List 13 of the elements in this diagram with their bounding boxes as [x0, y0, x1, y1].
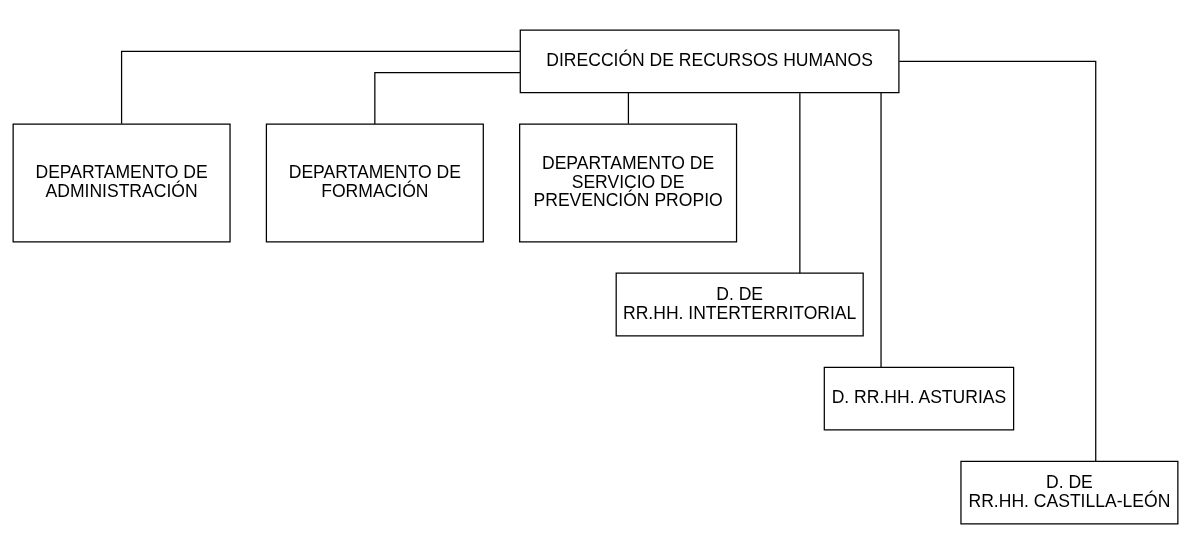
connector [374, 71, 521, 125]
connector [120, 50, 521, 124]
node-box: DEPARTAMENTO DE FORMACIÓN [265, 122, 484, 243]
node-box: D. DE RR.HH. CASTILLA-LEÓN [960, 460, 1179, 525]
node-box: DIRECCIÓN DE RECURSOS HUMANOS [519, 28, 900, 93]
node-box: DEPARTAMENTO DE ADMINISTRACIÓN [12, 122, 231, 243]
connector [880, 91, 882, 368]
node-box: D. DE RR.HH. INTERTERRITORIAL [615, 272, 864, 337]
connector [799, 92, 801, 274]
node-box: DEPARTAMENTO DE SERVICIO DE PREVENCIÓN PROPIO [519, 122, 738, 243]
connector [898, 60, 1097, 462]
connector [627, 91, 630, 124]
node-box: D. RR.HH. ASTURIAS [823, 366, 1015, 431]
